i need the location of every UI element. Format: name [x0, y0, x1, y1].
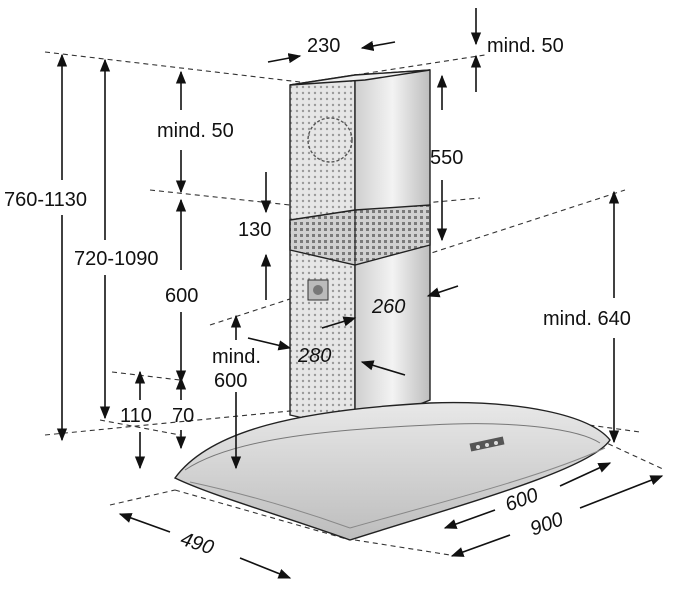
label-chimney-front-depth: 280 [297, 345, 331, 367]
label-hood-width-outer: 900 [527, 508, 566, 540]
label-hob-clearance: mind. 640 [543, 308, 631, 330]
label-chimney-side-depth: 260 [371, 296, 405, 318]
chimney [289, 69, 431, 432]
label-filter-band: 130 [238, 219, 271, 241]
dimension-labels: 230 mind. 50 550 mind. 50 760-1130 720-1… [4, 35, 631, 559]
dimension-arrows [56, 8, 664, 579]
label-top-clearance: mind. 50 [487, 35, 564, 57]
label-lower-chimney: 600 [165, 285, 198, 307]
label-overall-height-inner: 720-1090 [74, 248, 159, 270]
label-hood-depth: 490 [178, 528, 217, 559]
label-overall-height-outer: 760-1130 [4, 189, 87, 211]
label-canopy-edge: 70 [172, 405, 194, 427]
label-canopy-height: 110 [120, 405, 152, 427]
label-upper-chimney: 550 [430, 147, 463, 169]
label-canopy-clearance-line1: mind. [212, 346, 261, 368]
label-canopy-clearance-line2: 600 [214, 370, 247, 392]
label-chimney-width: 230 [307, 35, 340, 57]
label-left-clearance: mind. 50 [157, 120, 234, 142]
